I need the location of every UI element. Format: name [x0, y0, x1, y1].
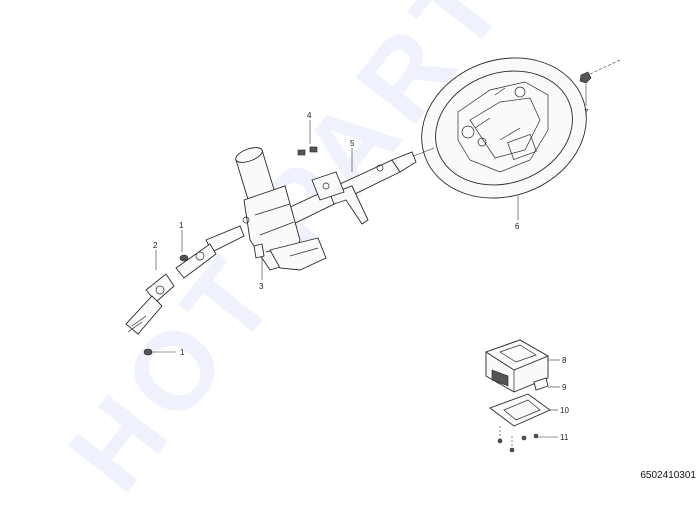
- callout-7: 7: [584, 108, 589, 117]
- control-module[interactable]: [484, 339, 550, 393]
- wheel-nut[interactable]: [579, 59, 621, 84]
- steering-wheel[interactable]: [402, 35, 606, 220]
- screw-part-11[interactable]: [497, 426, 539, 453]
- bolt-part-4[interactable]: [297, 146, 318, 156]
- callout-10: 10: [560, 406, 569, 415]
- bolt-part-3[interactable]: [253, 243, 265, 259]
- callout-3: 3: [259, 282, 264, 291]
- intermediate-shaft[interactable]: [125, 225, 245, 335]
- callout-4: 4: [307, 111, 312, 120]
- callout-11: 11: [560, 433, 569, 442]
- callout-2: 2: [153, 241, 158, 250]
- callout-1-lower: 1: [180, 348, 185, 357]
- callout-1-upper: 1: [179, 221, 184, 230]
- module-bracket[interactable]: [489, 393, 551, 427]
- parts-diagram: 1 1 2 3 4 5 6 7 8 9 10 11: [125, 35, 621, 453]
- bolt-part-9[interactable]: [533, 377, 549, 391]
- callout-6: 6: [515, 222, 520, 231]
- steering-column[interactable]: [234, 145, 435, 271]
- bolt-part-1-upper[interactable]: [179, 254, 189, 262]
- diagram-code: 6502410301: [640, 470, 696, 481]
- bolt-part-1-lower[interactable]: [143, 348, 153, 356]
- callout-5: 5: [350, 139, 355, 148]
- callout-8: 8: [562, 356, 567, 365]
- callout-9: 9: [562, 383, 567, 392]
